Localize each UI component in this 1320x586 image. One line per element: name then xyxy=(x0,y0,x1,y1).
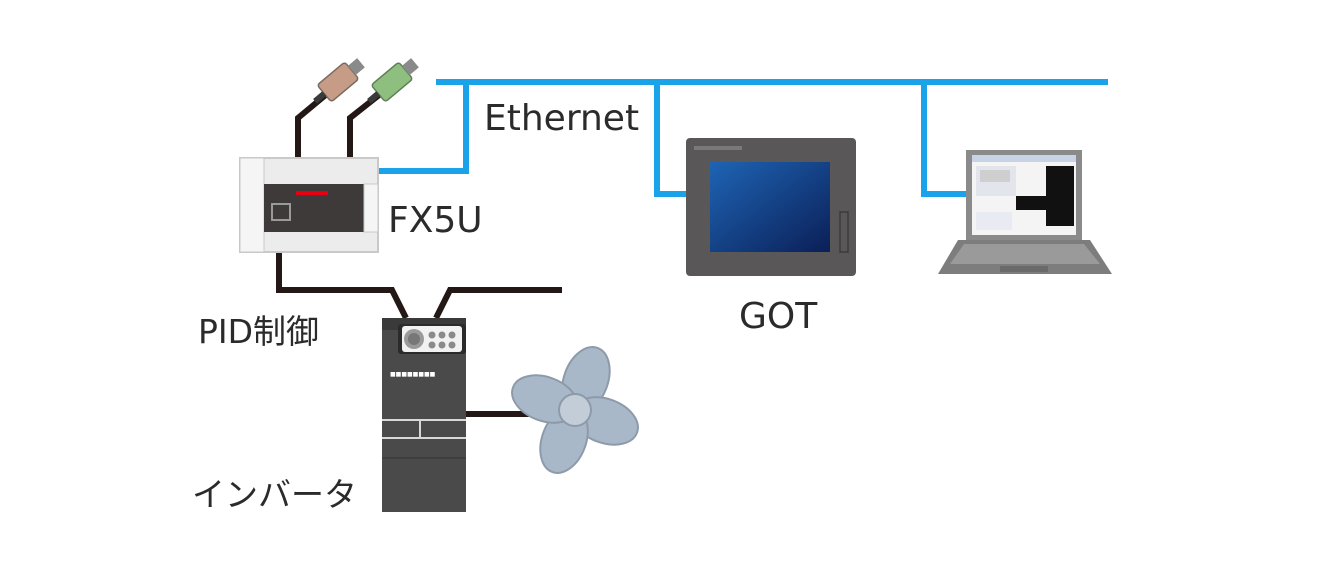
ethernet-drop-got xyxy=(654,82,690,197)
laptop-icon xyxy=(938,150,1112,274)
inverter-icon: ■■■■■■■■ xyxy=(382,318,466,512)
inverter-label: インバータ xyxy=(192,475,357,514)
plc-to-inverter-cable xyxy=(276,252,409,320)
ethernet-network xyxy=(378,79,1108,197)
svg-text:■■■■■■■■: ■■■■■■■■ xyxy=(390,371,436,378)
sensor-icon xyxy=(313,58,419,104)
ethernet-drop-laptop xyxy=(921,82,968,197)
pid-control-label: PID制御 xyxy=(198,312,319,351)
plc-label: FX5U xyxy=(388,200,483,241)
touch-panel-icon xyxy=(686,138,856,276)
plc-unit-icon xyxy=(239,157,379,253)
ethernet-label: Ethernet xyxy=(484,98,639,139)
fan-icon xyxy=(511,346,639,474)
inverter-feed-cable xyxy=(433,287,562,320)
ethernet-drop-plc xyxy=(378,82,469,174)
got-label: GOT xyxy=(739,296,818,337)
